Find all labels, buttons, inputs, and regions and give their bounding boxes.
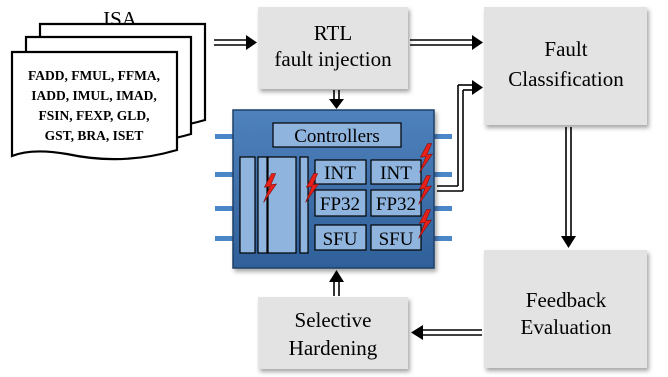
arrow-feedback-to-hardening [411,325,482,340]
gpu-bar [299,156,309,254]
rtl-fault-injection-box: RTL fault injection [258,7,408,89]
selective-hardening-line2: Hardening [289,336,378,360]
arrow-hardening-to-gpu [329,270,344,296]
sfu-unit-left: SFU [323,229,358,250]
isa-line: FSIN, FEXP, GLD, [39,108,150,123]
int-unit-left: INT [324,163,356,184]
gpu-bar [239,156,256,254]
arrow-rtl-to-classification [410,35,483,50]
selective-hardening-line1: Selective [295,308,372,332]
rtl-box-line2: fault injection [274,47,392,71]
fault-classification-box: Fault Classification [484,7,647,125]
fp32-unit-left: FP32 [320,194,360,215]
arrow-gpu-to-classification [437,80,483,192]
gpu-pins-right [432,134,452,241]
feedback-evaluation-line2: Evaluation [521,315,612,339]
feedback-evaluation-line1: Feedback [526,288,607,312]
controllers-label: Controllers [294,126,380,147]
fp32-unit-right: FP32 [376,194,416,215]
gpu-pins-left [215,134,235,241]
isa-line: FADD, FMUL, FFMA, [28,68,160,83]
arrow-classification-to-feedback [561,127,576,248]
isa-line: GST, BRA, ISET [45,128,144,143]
feedback-evaluation-box: Feedback Evaluation [484,250,647,368]
gpu-bar [257,156,268,254]
isa-document-stack: ISA FADD, FMUL, FFMA, IADD, IMUL, IMAD, … [10,7,207,161]
rtl-box-line1: RTL [314,21,352,45]
arrow-isa-to-rtl [214,35,257,50]
arrow-rtl-to-gpu [329,90,344,109]
isa-page-front [10,50,179,161]
gpu-bar [267,156,297,254]
gpu-chip: Controllers INT FP32 SFU INT FP32 SFU [215,109,452,269]
fault-classification-line1: Fault [544,37,587,61]
isa-line: IADD, IMUL, IMAD, [31,88,157,103]
arrows [214,35,576,340]
fault-classification-line2: Classification [508,67,624,91]
selective-hardening-box: Selective Hardening [258,297,408,369]
int-unit-right: INT [380,163,412,184]
sfu-unit-right: SFU [379,229,414,250]
